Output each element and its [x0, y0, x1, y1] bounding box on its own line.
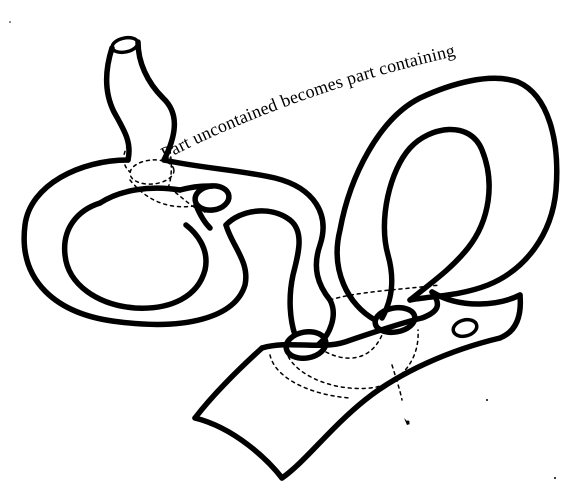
- small-marks: [9, 21, 556, 479]
- entry-stubs: [284, 305, 417, 362]
- right-loop: [337, 78, 557, 320]
- left-ring-hole: [65, 203, 206, 308]
- lower-tube-bottom-left: [195, 418, 282, 478]
- tube-open-end: [111, 35, 139, 54]
- lower-tube-bottom: [282, 338, 500, 478]
- lower-tube: [195, 292, 520, 478]
- top-open-tube: [107, 35, 175, 160]
- lower-tube-left-side: [195, 348, 262, 418]
- hidden-ring-crossing: [130, 180, 200, 207]
- lower-tube-opening: [451, 317, 478, 339]
- middle-band: [164, 160, 333, 345]
- middle-band-lower: [226, 211, 299, 335]
- right-loop-outer: [337, 78, 557, 320]
- tube-left-wall: [107, 48, 129, 160]
